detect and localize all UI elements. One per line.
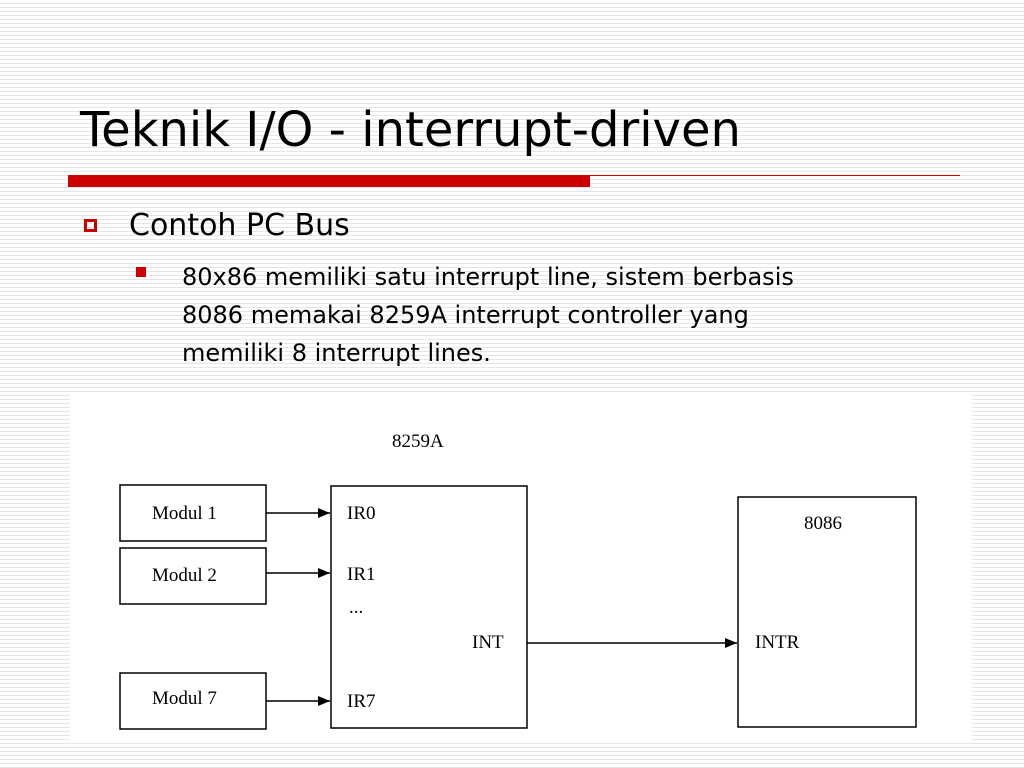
title-underline-line bbox=[590, 175, 960, 176]
module-box: Modul 2 bbox=[119, 547, 267, 605]
solid-square-bullet-icon bbox=[136, 267, 146, 277]
input-ir0-label: IR0 bbox=[347, 503, 376, 524]
bullet-level1-text: Contoh PC Bus bbox=[129, 208, 350, 243]
bullet-level1: Contoh PC Bus bbox=[84, 208, 350, 244]
hollow-square-bullet-icon bbox=[84, 219, 97, 232]
input-ir7-label: IR7 bbox=[347, 691, 376, 712]
int-output-label: INT bbox=[472, 632, 504, 653]
module-box: Modul 1 bbox=[119, 484, 267, 542]
intr-input-label: INTR bbox=[755, 632, 800, 653]
ellipsis-label: ... bbox=[349, 597, 363, 618]
title-underline-bar bbox=[68, 175, 590, 187]
interrupt-diagram: 8259A Modul 1 Modul 2 Modul 7 IR0 IR1 ..… bbox=[70, 395, 972, 743]
controller-label: 8259A bbox=[392, 431, 444, 452]
controller-box bbox=[330, 485, 528, 729]
cpu-box bbox=[737, 496, 917, 728]
module-label: Modul 1 bbox=[152, 503, 217, 524]
bullet-level2-text: 80x86 memiliki satu interrupt line, sist… bbox=[182, 263, 794, 367]
slide-title: Teknik I/O - interrupt-driven bbox=[80, 102, 741, 158]
cpu-label: 8086 bbox=[804, 513, 842, 534]
module-label: Modul 7 bbox=[152, 688, 217, 709]
module-label: Modul 2 bbox=[152, 565, 217, 586]
module-box: Modul 7 bbox=[119, 672, 267, 730]
input-ir1-label: IR1 bbox=[347, 564, 376, 585]
bullet-level2: 80x86 memiliki satu interrupt line, sist… bbox=[136, 258, 836, 372]
